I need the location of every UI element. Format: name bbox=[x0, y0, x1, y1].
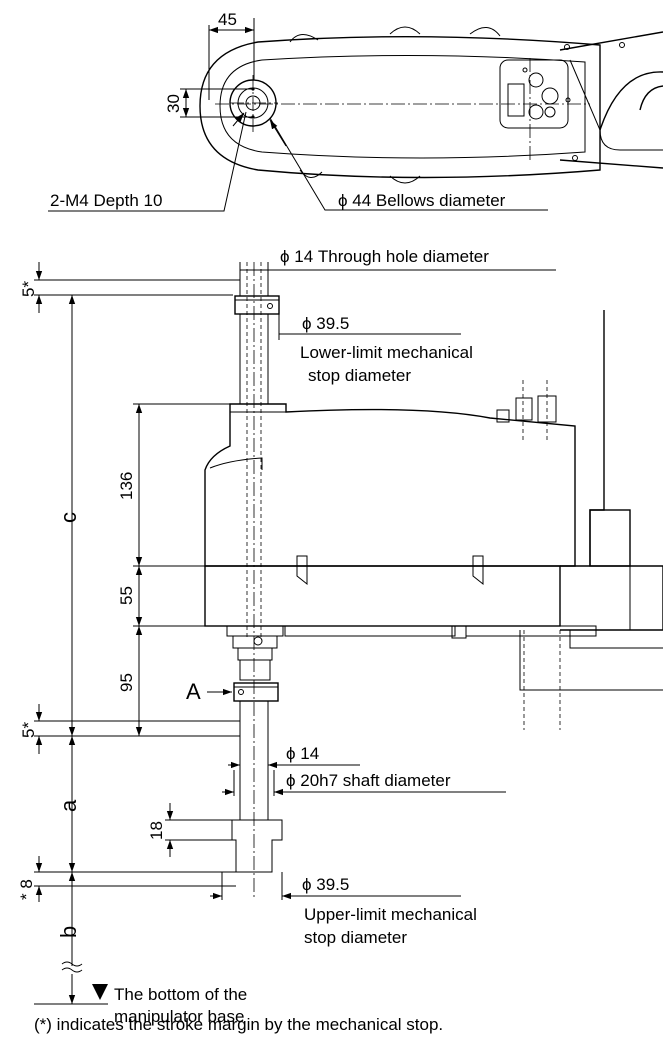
spline-nut bbox=[237, 647, 273, 661]
dim-136-label: 136 bbox=[117, 472, 136, 500]
lower-stop-label-1: Lower-limit mechanical bbox=[300, 343, 473, 362]
connector-port bbox=[528, 104, 544, 120]
bottom-label-line1: The bottom of the bbox=[114, 985, 247, 1004]
dim-8-label: * 8 bbox=[17, 879, 36, 900]
arm-bump bbox=[469, 27, 501, 37]
upper-stop-dia-label: ϕ 39.5 bbox=[302, 875, 349, 894]
screw bbox=[565, 97, 571, 103]
dim-5-mid-label: 5* bbox=[19, 722, 38, 738]
dim-c-label: c bbox=[56, 512, 81, 523]
lower-limit-stop bbox=[234, 295, 280, 315]
lower-stop-label-2: stop diameter bbox=[308, 366, 411, 385]
bellows-leader-arrow bbox=[269, 119, 287, 147]
dim-95-label: 95 bbox=[117, 673, 136, 692]
break-mark bbox=[61, 961, 83, 967]
lower-stop-dia-label: ϕ 39.5 bbox=[302, 314, 349, 333]
arm-inner-outline bbox=[219, 54, 586, 159]
spline-flange bbox=[226, 625, 284, 637]
upper-stop-label-2: stop diameter bbox=[304, 928, 407, 947]
arm-lower-housing bbox=[204, 565, 561, 627]
collar-screw bbox=[238, 689, 244, 695]
dim-18-label: 18 bbox=[147, 821, 166, 840]
stop-screw bbox=[267, 303, 273, 309]
screw bbox=[564, 44, 570, 50]
bolt-label: 2-M4 Depth 10 bbox=[50, 191, 162, 210]
base-lower bbox=[519, 630, 663, 691]
arm-bump bbox=[389, 175, 421, 184]
spline-nut bbox=[239, 659, 271, 681]
arm-detail bbox=[209, 457, 263, 470]
side-view: A c 5* 136 55 95 5* bbox=[17, 247, 663, 1026]
connector bbox=[496, 409, 510, 423]
column bbox=[589, 310, 605, 566]
dim-55-label: 55 bbox=[117, 586, 136, 605]
second-arm-edge bbox=[569, 59, 663, 151]
dim-45-label: 45 bbox=[218, 10, 237, 29]
clip bbox=[296, 555, 308, 586]
base-lower bbox=[569, 630, 663, 649]
bolt-leader bbox=[48, 111, 247, 212]
screw bbox=[522, 67, 528, 73]
dim-30-label: 30 bbox=[164, 94, 183, 113]
arm-body bbox=[204, 403, 576, 567]
second-arm bbox=[559, 31, 663, 169]
connector bbox=[515, 397, 533, 421]
connector-port bbox=[541, 87, 559, 105]
label-A: A bbox=[186, 679, 201, 704]
clip bbox=[472, 555, 484, 586]
through-hole-label: ϕ 14 Through hole diameter bbox=[280, 247, 489, 266]
base-bottom-triangle bbox=[92, 984, 108, 1000]
upper-limit-stop-collar bbox=[233, 682, 279, 702]
bolt-leader-arrow bbox=[232, 112, 245, 127]
screw bbox=[619, 42, 625, 48]
upper-limit-stop bbox=[231, 819, 283, 873]
connector-port bbox=[528, 72, 544, 88]
connector-port bbox=[544, 106, 556, 118]
connector-panel bbox=[499, 59, 569, 129]
arm-outline bbox=[199, 35, 601, 179]
spline-screw bbox=[253, 636, 263, 646]
arm-bump bbox=[299, 169, 323, 178]
bottom-plate bbox=[465, 625, 597, 637]
upper-stop-label-1: Upper-limit mechanical bbox=[304, 905, 477, 924]
break-mark bbox=[61, 967, 83, 973]
arm-bump bbox=[389, 26, 421, 35]
bellows-leader bbox=[269, 117, 548, 211]
dim-5-top-label: 5* bbox=[19, 281, 38, 297]
footnote: (*) indicates the stroke margin by the m… bbox=[34, 1015, 443, 1034]
dim-b-label: b bbox=[56, 926, 81, 938]
bottom-label-line2: manipulator base bbox=[114, 1007, 244, 1026]
bellows-label: ϕ 44 Bellows diameter bbox=[338, 191, 506, 210]
dim-a-label: a bbox=[56, 799, 81, 812]
bottom-plate bbox=[284, 625, 456, 637]
screw bbox=[572, 155, 578, 161]
column-block bbox=[589, 509, 631, 567]
connector-slot bbox=[507, 83, 525, 117]
arm-bump bbox=[289, 34, 319, 43]
top-view: 45 30 2-M4 Depth 10 ϕ 44 Bellows diamete… bbox=[48, 10, 663, 212]
shaft-20-label: ϕ 20h7 shaft diameter bbox=[286, 771, 451, 790]
base-block bbox=[560, 565, 663, 631]
shaft-14-label: ϕ 14 bbox=[286, 744, 319, 763]
